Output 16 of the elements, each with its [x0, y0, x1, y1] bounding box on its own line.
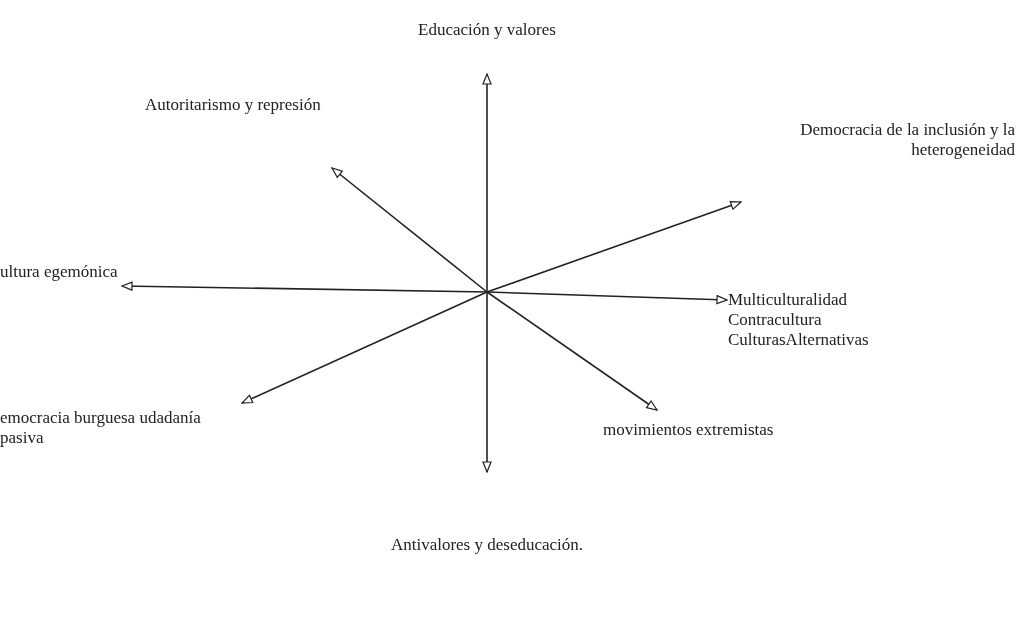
arrow [331, 167, 488, 293]
pole-label: Educación y valores [387, 20, 587, 40]
pole-label: Autoritarismo y represión [145, 95, 345, 115]
pole-label: emocracia burguesa udadanía pasiva [0, 408, 240, 448]
arrow [241, 291, 488, 404]
arrow [121, 281, 488, 293]
pole-label: Democracia de la inclusión y la heterogeneidad [740, 120, 1015, 160]
pole-label: Antivalores y deseducación. [377, 535, 597, 555]
arrow [486, 200, 742, 293]
arrow [482, 73, 492, 293]
pole-label: movimientos extremistas [603, 420, 823, 440]
pole-label: ultura egemónica [0, 262, 120, 282]
arrow [482, 291, 492, 473]
pole-label: Multiculturalidad Contracultura CulturasAlternativas [728, 290, 928, 350]
arrow [486, 291, 728, 305]
arrow [486, 291, 658, 411]
